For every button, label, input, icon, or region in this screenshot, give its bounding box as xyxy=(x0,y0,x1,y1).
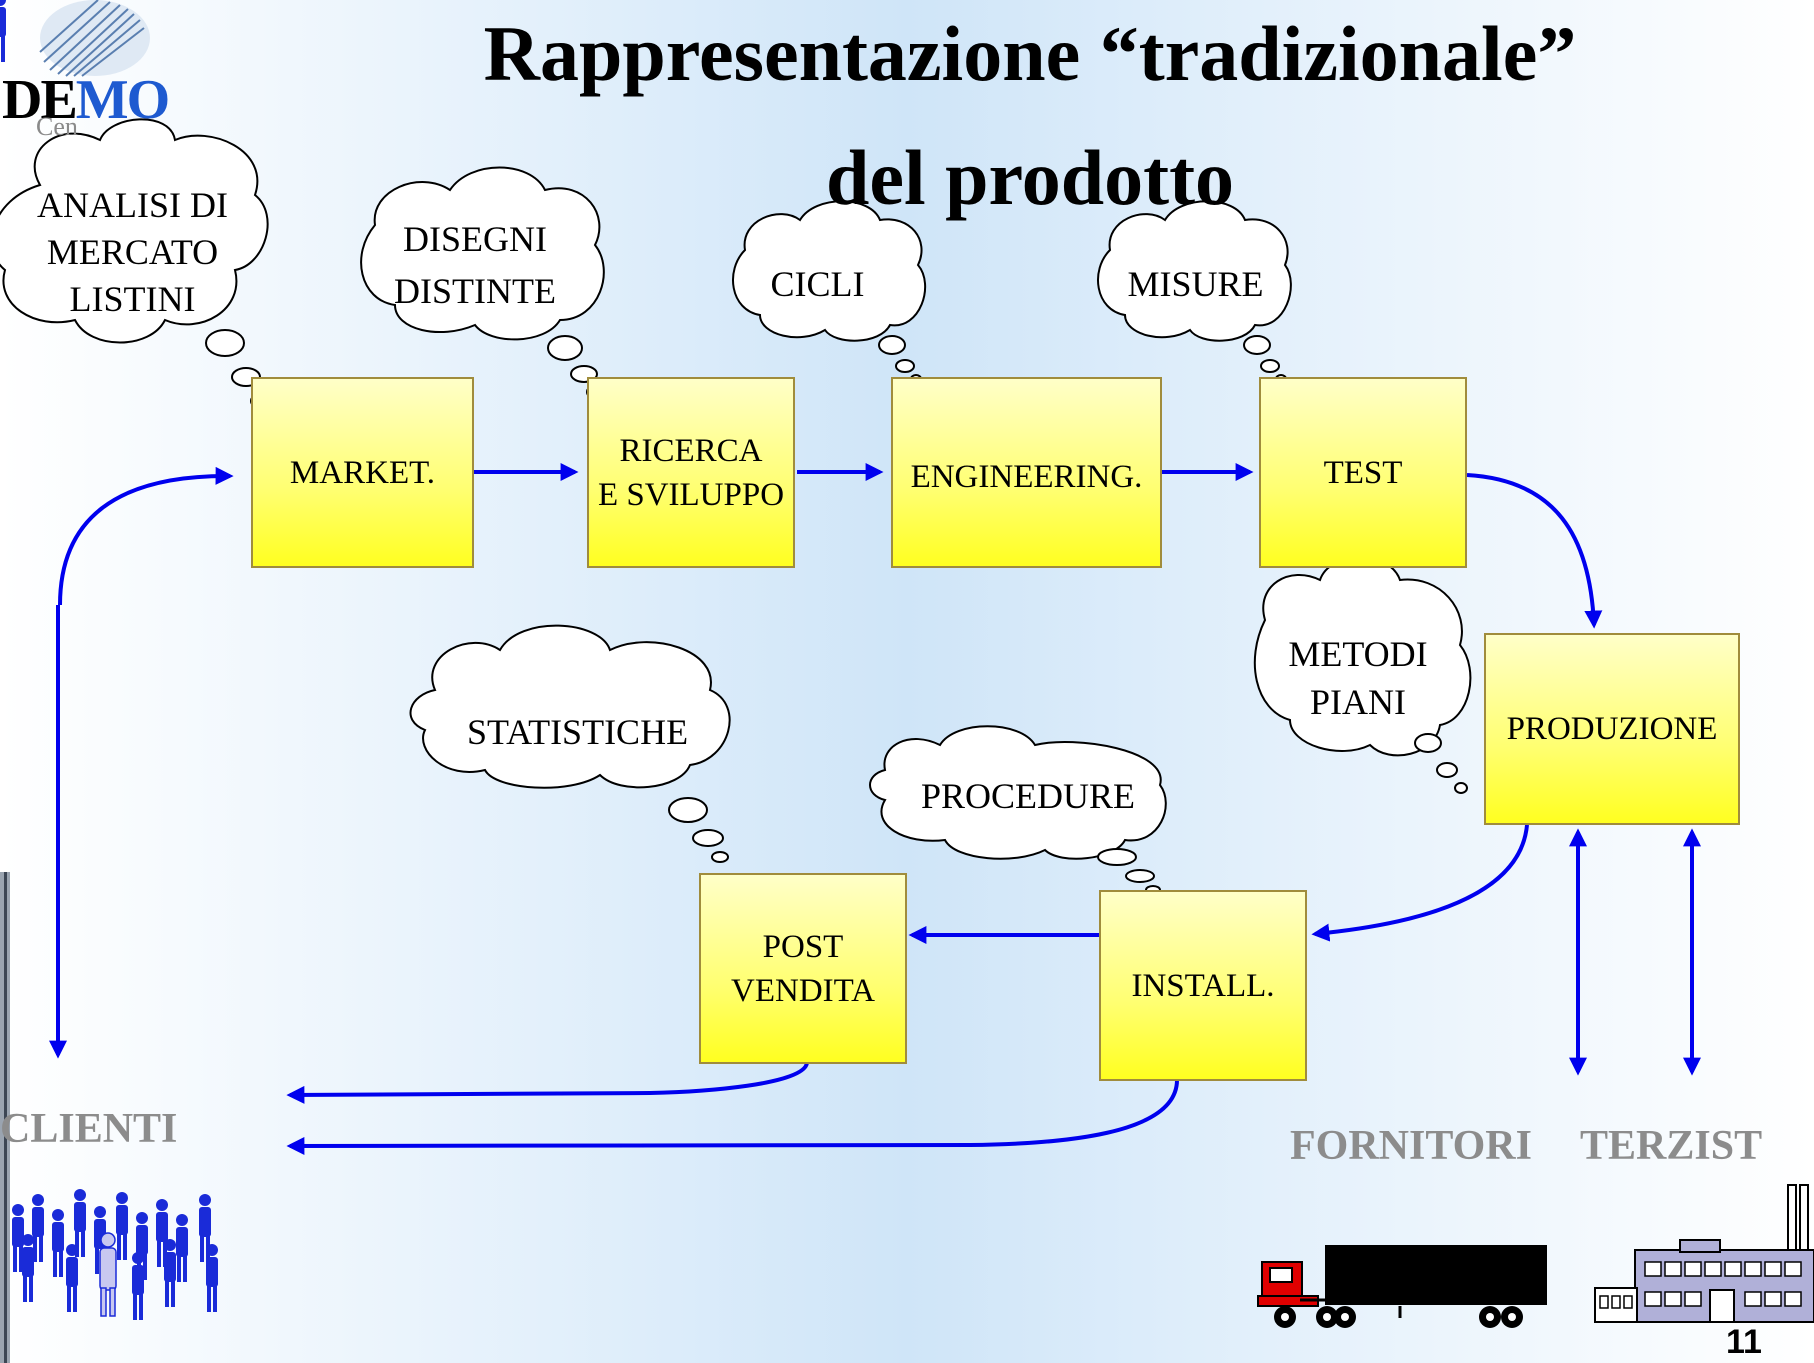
truck-icon xyxy=(1257,1245,1547,1328)
label-clienti: CLIENTI xyxy=(0,1106,178,1152)
flow-arrows xyxy=(49,463,1701,1155)
cloud-analisi-shape xyxy=(0,118,269,408)
arrow-install-to-clienti xyxy=(286,1079,1179,1155)
page-number: 11 xyxy=(1726,1323,1762,1361)
cloud-cicli: CICLI xyxy=(770,264,865,304)
cloud-misure-shape xyxy=(1097,200,1292,384)
cloud-disegni: DISEGNI DISTINTE xyxy=(394,219,556,311)
box-test: TEST xyxy=(1259,377,1467,568)
cloud-analisi: ANALISI DI MERCATO LISTINI xyxy=(37,185,228,319)
logo-text-part2: MO xyxy=(75,69,170,131)
box-produzione: PRODUZIONE xyxy=(1484,633,1740,825)
factory-icon xyxy=(1594,1184,1814,1323)
cloud-procedure: PROCEDURE xyxy=(920,776,1136,816)
page-title: Rappresentazione “tradizionale” del prod… xyxy=(330,0,1730,240)
logo-subtext: Cen xyxy=(36,112,78,141)
cloud-misure: MISURE xyxy=(1127,264,1264,304)
logo: DEMO xyxy=(2,68,170,132)
box-post-vendita: POST VENDITA xyxy=(699,873,907,1064)
arrow-test-to-produzione xyxy=(1466,473,1603,629)
crowd-people-icon xyxy=(0,0,218,1320)
arrow-postvendita-to-clienti xyxy=(286,1061,809,1104)
title-line2: del prodotto xyxy=(825,134,1235,221)
box-engineering: ENGINEERING. xyxy=(891,377,1162,568)
label-fornitori: FORNITORI xyxy=(1290,1123,1532,1169)
title-line1: Rappresentazione “tradizionale” xyxy=(483,10,1577,97)
cloud-statistiche: STATISTICHE xyxy=(466,712,689,752)
left-frame-decoration xyxy=(0,872,10,1363)
cloud-procedure-shape xyxy=(869,725,1167,895)
cloud-metodi: METODI PIANI xyxy=(1288,634,1428,722)
logo-swirl-icon xyxy=(39,0,150,77)
box-install: INSTALL. xyxy=(1099,890,1307,1081)
arrow-produzione-to-install xyxy=(1311,824,1529,942)
box-ricerca-sviluppo: RICERCA E SVILUPPO xyxy=(587,377,795,568)
cloud-metodi-shape xyxy=(1253,556,1472,794)
label-terzisti: TERZIST xyxy=(1580,1123,1763,1169)
box-marketing: MARKET. xyxy=(251,377,474,568)
cloud-disegni-shape xyxy=(360,166,605,399)
logo-text-part1: DE xyxy=(2,69,78,131)
cloud-statistiche-shape xyxy=(409,624,731,863)
arrow-clienti-to-market xyxy=(58,466,234,606)
